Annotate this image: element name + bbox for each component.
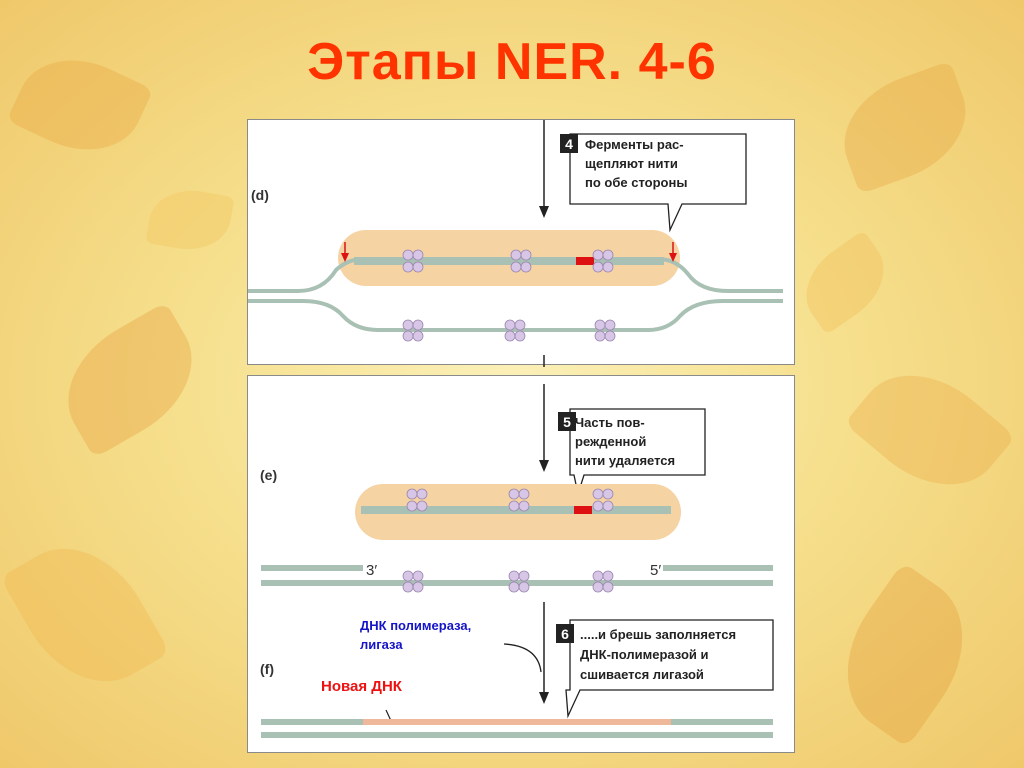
background-leaf bbox=[44, 302, 215, 459]
background-leaf bbox=[145, 184, 234, 257]
callout-line-3: сшивается лигазой bbox=[580, 667, 704, 682]
panel-d-label: (d) bbox=[251, 187, 269, 203]
process-arrow-head bbox=[539, 460, 549, 472]
slide-title: Этапы NER. 4-6 bbox=[0, 32, 1024, 92]
end-label-3prime: 3′ bbox=[366, 562, 377, 579]
callout-line-3: нити удаляется bbox=[575, 453, 675, 468]
callout-line-1: .....и брешь заполняется bbox=[580, 627, 736, 642]
enzyme-pointer bbox=[504, 644, 541, 672]
panel-d: (d) 4 Ферменты рас- щепляют нити по обе … bbox=[247, 119, 795, 365]
enzyme-label-line-1: ДНК полимераза, bbox=[360, 618, 471, 633]
callout-line-1: Ферменты рас- bbox=[585, 137, 684, 152]
strand-top-left bbox=[261, 719, 363, 725]
strand-top-left bbox=[261, 565, 363, 571]
background-leaf bbox=[817, 562, 993, 748]
callout-line-2: режденной bbox=[575, 434, 646, 449]
background-leaf bbox=[789, 230, 900, 335]
new-dna-label: Новая ДНК bbox=[321, 678, 403, 695]
end-label-5prime: 5′ bbox=[650, 562, 661, 579]
panel-e-label: (e) bbox=[260, 467, 277, 483]
panel-ef: (e) 5 Часть пов- режденной нити удаляетс… bbox=[247, 375, 795, 753]
background-leaf bbox=[844, 347, 1016, 514]
strand-bottom bbox=[261, 732, 773, 738]
step-number: 5 bbox=[563, 414, 571, 430]
step-number: 4 bbox=[565, 136, 573, 152]
strand-top-right bbox=[663, 565, 773, 571]
background-leaf bbox=[0, 523, 170, 708]
callout-line-2: щепляют нити bbox=[585, 156, 678, 171]
panel-d-diagram: (d) 4 Ферменты рас- щепляют нити по обе … bbox=[248, 120, 794, 364]
step-number: 6 bbox=[561, 626, 569, 642]
panel-f-label: (f) bbox=[260, 661, 274, 677]
process-arrow-head bbox=[539, 206, 549, 218]
damaged-strand bbox=[354, 257, 664, 265]
enzyme-label-line-2: лигаза bbox=[360, 637, 403, 652]
damage-site bbox=[576, 257, 594, 265]
panel-ef-diagram: (e) 5 Часть пов- режденной нити удаляетс… bbox=[248, 376, 794, 752]
process-arrow-head bbox=[539, 692, 549, 704]
strand-top-right bbox=[671, 719, 773, 725]
callout-line-3: по обе стороны bbox=[585, 175, 687, 190]
damage-site bbox=[574, 506, 592, 514]
new-dna-segment bbox=[363, 719, 671, 725]
callout-line-1: Часть пов- bbox=[575, 415, 645, 430]
callout-line-2: ДНК-полимеразой и bbox=[580, 647, 708, 662]
